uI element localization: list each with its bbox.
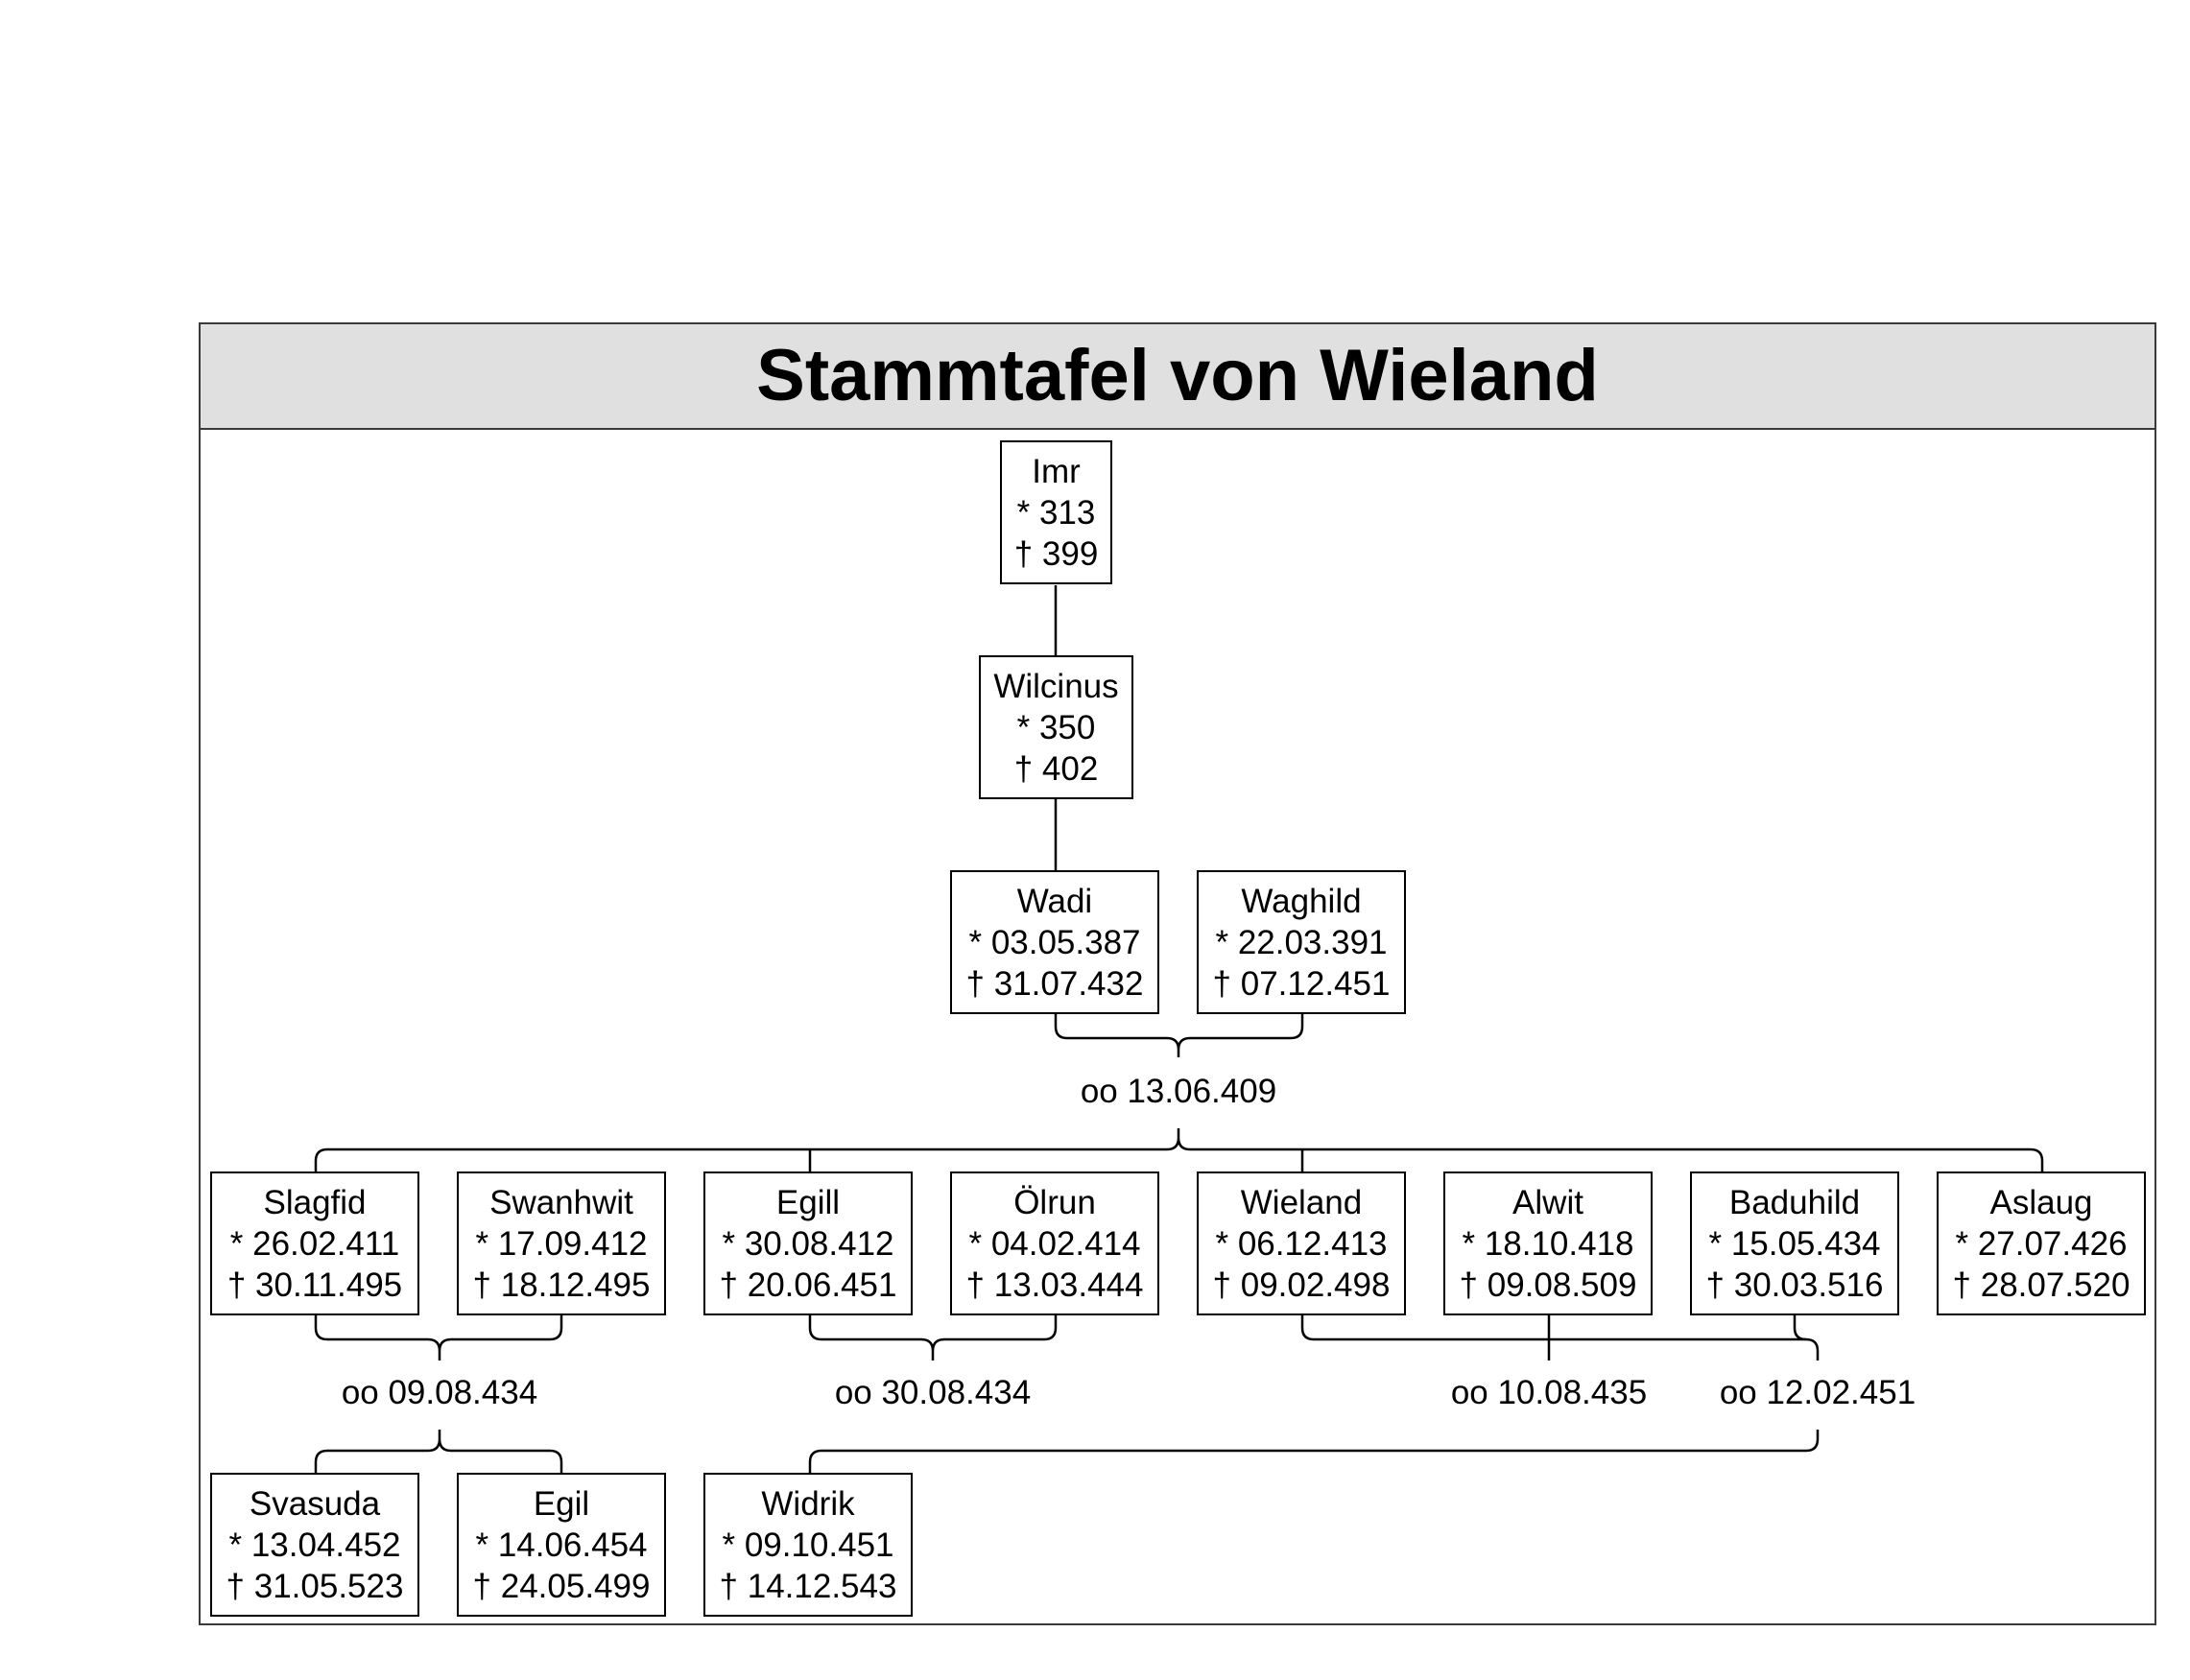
person-death: † 402 xyxy=(1013,749,1099,788)
person-name: Egill xyxy=(775,1183,841,1221)
person-name: Wadi xyxy=(1016,882,1093,920)
person-death: † 30.11.495 xyxy=(226,1266,403,1304)
person-birth: * 17.09.412 xyxy=(475,1224,648,1263)
brace-wadi-waghild xyxy=(1054,1014,1304,1057)
marriage-label-wadi-waghild: oo 13.06.409 xyxy=(1080,1073,1277,1110)
person-death: † 31.05.523 xyxy=(226,1567,404,1605)
person-birth: * 14.06.454 xyxy=(475,1526,648,1564)
bracket-children-wadi-waghild xyxy=(314,1128,2044,1171)
person-svasuda: Svasuda * 13.04.452 † 31.05.523 xyxy=(210,1473,419,1617)
brace-egill-olrun xyxy=(808,1315,1058,1361)
person-birth: * 06.12.413 xyxy=(1215,1224,1388,1263)
person-birth: * 18.10.418 xyxy=(1462,1224,1634,1263)
person-egill: Egill * 30.08.412 † 20.06.451 xyxy=(703,1171,913,1315)
person-name: Alwit xyxy=(1512,1183,1583,1221)
person-death: † 31.07.432 xyxy=(965,964,1144,1003)
person-death: † 20.06.451 xyxy=(719,1266,897,1304)
title-bar: Stammtafel von Wieland xyxy=(201,324,2154,430)
person-death: † 28.07.520 xyxy=(1952,1266,2130,1304)
bracket-children-wieland-baduhild xyxy=(808,1430,1820,1473)
person-death: † 24.05.499 xyxy=(472,1567,651,1605)
marriage-label-wieland-alwit: oo 10.08.435 xyxy=(1450,1374,1648,1411)
person-death: † 18.12.495 xyxy=(472,1266,651,1304)
person-wieland: Wieland * 06.12.413 † 09.02.498 xyxy=(1197,1171,1406,1315)
brace-slagfid-swanhwit xyxy=(314,1315,563,1361)
person-death: † 30.03.516 xyxy=(1705,1266,1884,1304)
person-birth: * 04.02.414 xyxy=(968,1224,1141,1263)
person-birth: * 15.05.434 xyxy=(1708,1224,1881,1263)
chart-frame: Stammtafel von Wieland xyxy=(199,322,2156,1625)
person-death: † 14.12.543 xyxy=(719,1567,897,1605)
chart-title: Stammtafel von Wieland xyxy=(756,335,1599,416)
person-waghild: Waghild * 22.03.391 † 07.12.451 xyxy=(1197,870,1406,1014)
person-birth: * 313 xyxy=(1016,493,1096,532)
person-slagfid: Slagfid * 26.02.411 † 30.11.495 xyxy=(210,1171,419,1315)
marriage-label-wieland-baduhild: oo 12.02.451 xyxy=(1719,1374,1916,1411)
person-name: Widrik xyxy=(761,1484,855,1523)
person-death: † 13.03.444 xyxy=(965,1266,1144,1304)
person-wilcinus: Wilcinus * 350 † 402 xyxy=(979,655,1133,799)
person-alwit: Alwit * 18.10.418 † 09.08.509 xyxy=(1443,1171,1653,1315)
person-name: Swanhwit xyxy=(489,1183,633,1221)
person-name: Aslaug xyxy=(1989,1183,2093,1221)
person-birth: * 22.03.391 xyxy=(1215,923,1388,961)
person-death: † 09.08.509 xyxy=(1459,1266,1637,1304)
person-death: † 399 xyxy=(1013,534,1099,573)
person-imr: Imr * 313 † 399 xyxy=(1000,440,1112,584)
person-death: † 07.12.451 xyxy=(1212,964,1391,1003)
person-name: Slagfid xyxy=(263,1183,367,1221)
bracket-children-slagfid-swanhwit xyxy=(314,1430,563,1473)
person-name: Egil xyxy=(533,1484,590,1523)
person-name: Waghild xyxy=(1241,882,1362,920)
person-birth: * 09.10.451 xyxy=(722,1526,894,1564)
person-birth: * 03.05.387 xyxy=(968,923,1141,961)
person-name: Baduhild xyxy=(1728,1183,1861,1221)
person-widrik: Widrik * 09.10.451 † 14.12.543 xyxy=(703,1473,913,1617)
person-egil: Egil * 14.06.454 † 24.05.499 xyxy=(457,1473,666,1617)
person-birth: * 26.02.411 xyxy=(229,1224,400,1263)
person-baduhild: Baduhild * 15.05.434 † 30.03.516 xyxy=(1690,1171,1899,1315)
person-name: Svasuda xyxy=(249,1484,381,1523)
person-name: Wieland xyxy=(1240,1183,1363,1221)
link-wieland-spouses xyxy=(1300,1315,1820,1361)
person-olrun: Ölrun * 04.02.414 † 13.03.444 xyxy=(950,1171,1159,1315)
person-aslaug: Aslaug * 27.07.426 † 28.07.520 xyxy=(1937,1171,2146,1315)
person-name: Imr xyxy=(1032,452,1081,490)
person-swanhwit: Swanhwit * 17.09.412 † 18.12.495 xyxy=(457,1171,666,1315)
person-name: Ölrun xyxy=(1013,1183,1096,1221)
person-birth: * 30.08.412 xyxy=(722,1224,894,1263)
marriage-label-slagfid-swanhwit: oo 09.08.434 xyxy=(341,1374,538,1411)
person-death: † 09.02.498 xyxy=(1212,1266,1391,1304)
person-name: Wilcinus xyxy=(993,667,1119,705)
marriage-label-egill-olrun: oo 30.08.434 xyxy=(834,1374,1032,1411)
person-birth: * 350 xyxy=(1016,708,1096,746)
person-birth: * 27.07.426 xyxy=(1955,1224,2128,1263)
person-birth: * 13.04.452 xyxy=(228,1526,401,1564)
person-wadi: Wadi * 03.05.387 † 31.07.432 xyxy=(950,870,1159,1014)
link-baduhild-marriage xyxy=(1793,1315,1807,1341)
